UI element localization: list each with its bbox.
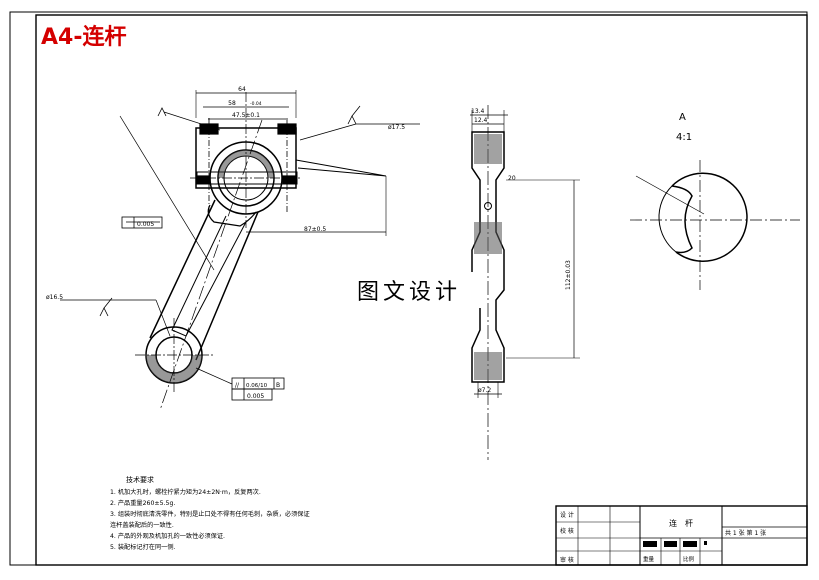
notes-heading: 技术要求	[126, 475, 154, 484]
gdt-parallel-value: 0.06/10	[246, 383, 268, 389]
dim-d17: ø17.5	[388, 124, 405, 131]
tb-sheet-info: 共 1 张 第 1 张	[725, 529, 766, 537]
drawing-title: A4-连杆	[41, 24, 126, 50]
dim-64: 64	[238, 86, 246, 93]
tb-row-design: 设 计	[560, 511, 574, 519]
gdt-datum: B	[276, 382, 280, 389]
dim-12: 12.4	[474, 117, 488, 124]
tb-row-review: 审 核	[560, 556, 574, 564]
side-view	[470, 105, 580, 460]
tb-part-name: 连 杆	[669, 518, 693, 528]
dim-d16: ø16.5	[46, 294, 63, 301]
title-block	[555, 505, 808, 566]
main-view	[60, 90, 420, 411]
detail-a-view	[630, 160, 800, 290]
gdt-cyl-value: 0.005	[247, 393, 264, 400]
note-item: 1. 机加大孔时，螺栓拧紧力矩为24±2N·m，反复两次.	[110, 488, 261, 496]
note-item: 4. 产品的外观及机加孔的一致性必须保证.	[110, 532, 225, 540]
gdt-flatness-value: 0.005	[137, 221, 154, 228]
note-item: 5. 装配标记打在同一侧.	[110, 543, 176, 551]
watermark-bg	[336, 272, 482, 308]
dim-13: 13.4	[471, 108, 485, 115]
dim-20: 20	[508, 175, 516, 182]
tb-row-check: 校 核	[560, 527, 574, 535]
note-item: 2. 产品重量260±5.5g.	[110, 499, 175, 507]
technical-notes: 技术要求 1. 机加大孔时，螺栓拧紧力矩为24±2N·m，反复两次. 2. 产品…	[110, 475, 310, 551]
detail-a-label: A	[679, 112, 686, 123]
note-item: 3. 组装时彻底清洗零件，特别是止口处不得有任何毛刺，杂质，必须保证	[110, 510, 310, 518]
detail-a-scale: 4:1	[676, 132, 692, 143]
note-item: 连杆盖装配后的一致性.	[110, 521, 174, 529]
inner-frame	[35, 14, 808, 566]
tb-weight-label: 重量	[643, 555, 655, 563]
dim-58: 58	[228, 100, 236, 107]
watermark-text: 图文设计	[357, 280, 461, 305]
dim-58-tol: -0.04	[250, 101, 262, 107]
dim-87: 87±0.5	[304, 226, 326, 233]
dim-47: 47.5±0.1	[232, 112, 260, 119]
dim-d72: ø7.2	[478, 387, 491, 394]
dim-112: 112±0.03	[565, 260, 572, 290]
tb-scale-label: 比例	[683, 555, 695, 563]
gdt-parallel-symbol: //	[235, 382, 240, 389]
